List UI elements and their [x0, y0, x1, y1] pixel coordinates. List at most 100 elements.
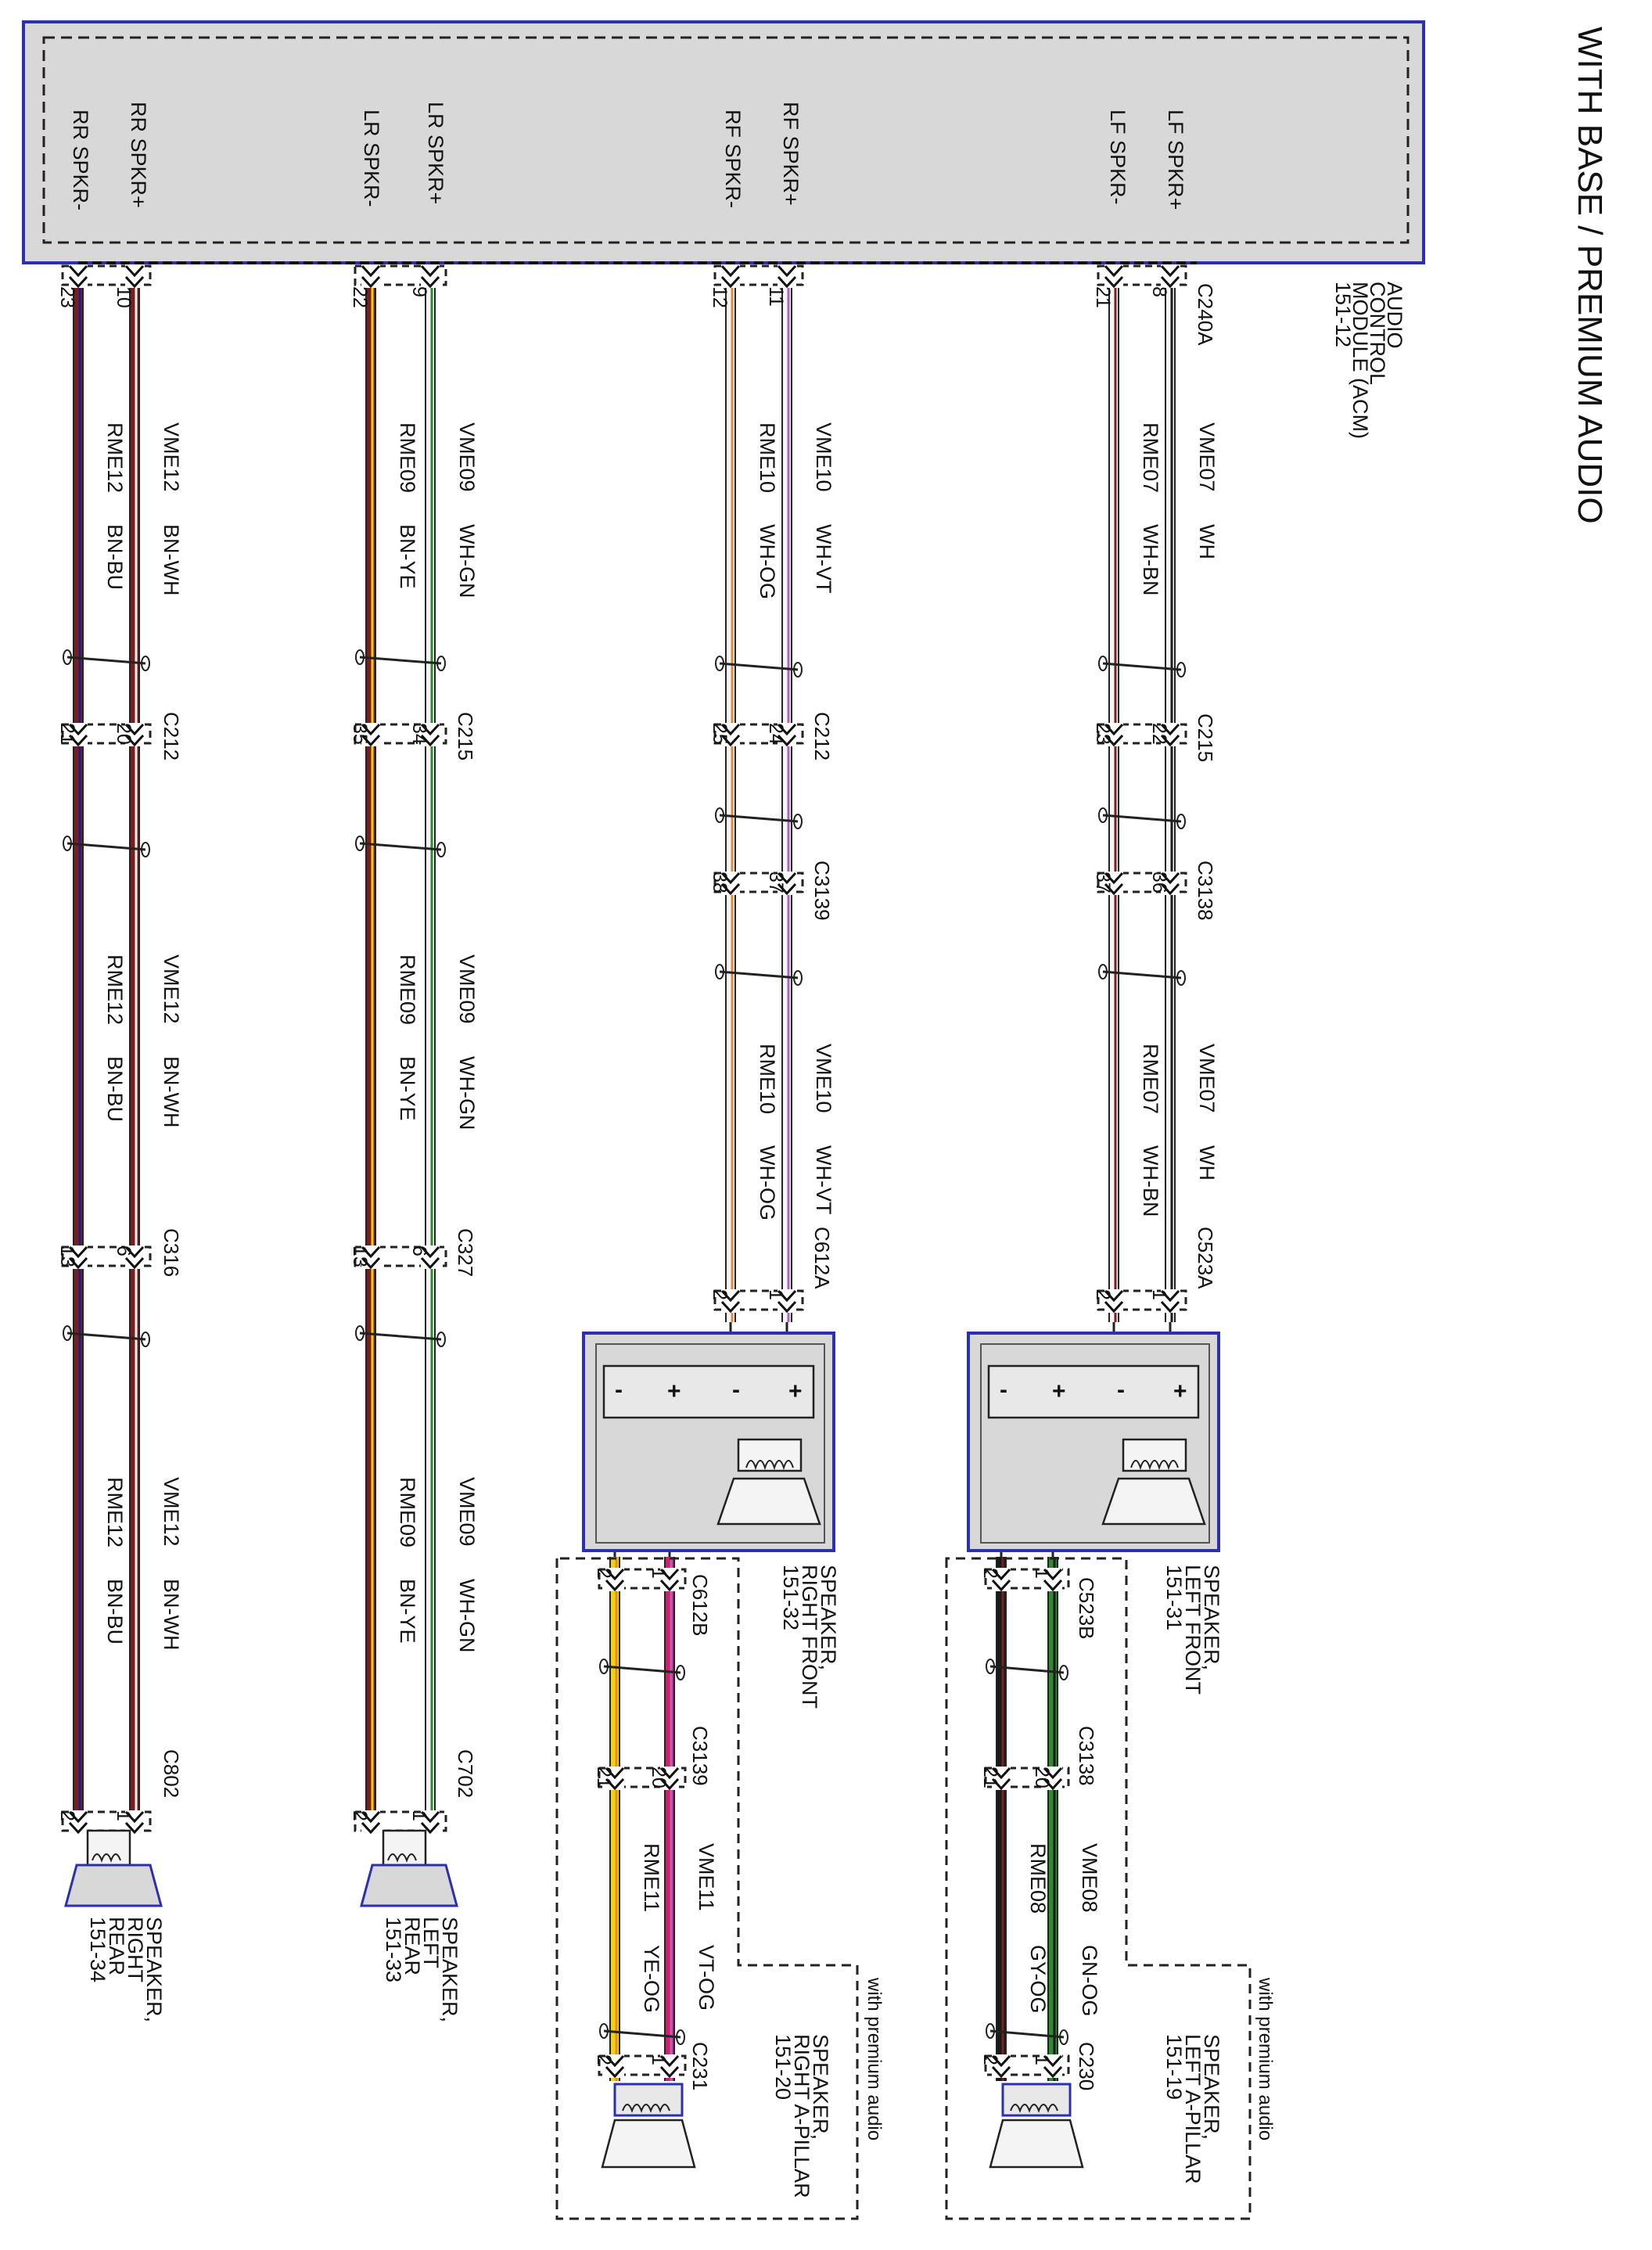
pin-arrow	[361, 723, 381, 736]
pin-arrow	[777, 882, 797, 896]
wire-color: BN-BU	[103, 524, 127, 590]
pin-arrow	[659, 1767, 680, 1780]
twist-end	[986, 2023, 995, 2039]
lr-speaker-label-3: REAR	[400, 1917, 424, 1975]
twist-end	[1098, 656, 1108, 671]
lr-speaker-label-1: SPEAKER,	[438, 1917, 461, 2022]
rf-speaker-icon	[716, 1438, 821, 1526]
module-label: AUDIO CONTROL MODULE (ACM) 151-12	[1331, 282, 1406, 439]
speaker-right-front: - + - +	[582, 1332, 835, 1552]
pin-number: 21	[593, 1767, 615, 1788]
rpa-speaker-label-3: 151-20	[771, 2034, 795, 2100]
connector-lpa-2: C3138	[1075, 1726, 1098, 1786]
pin-arrow	[68, 1821, 88, 1835]
wire-color: WH-BN	[1139, 524, 1162, 595]
twist-line	[719, 662, 799, 671]
pin-arrow	[720, 734, 741, 747]
twist-end	[715, 656, 724, 671]
twist-marker	[599, 1659, 685, 1680]
pin-arrow	[605, 2065, 625, 2079]
pin-numbers: 8223612123372112437112253829346122351321…	[56, 286, 1170, 2065]
connector-bracket	[713, 872, 804, 896]
module-label-line-1: AUDIO	[1383, 282, 1406, 349]
pin-arrow	[124, 1810, 145, 1824]
rr-speaker-label-3: REAR	[105, 1917, 128, 1975]
pin-arrow	[68, 723, 88, 736]
wire-circuit: VME08	[1078, 1843, 1101, 1913]
connector-lf-3: C3138	[1194, 861, 1217, 921]
wire-lpa_neg	[996, 1557, 1007, 2081]
pin-number: 37	[1092, 872, 1114, 893]
connector-bracket	[598, 1568, 687, 1592]
twist-end	[355, 649, 365, 665]
pin-arrow	[659, 1579, 680, 1592]
wire-rpa_neg	[609, 1557, 620, 2081]
connector-outline	[984, 2054, 1070, 2076]
wire-rf_neg	[725, 264, 736, 1322]
twist-end	[1176, 662, 1186, 678]
connector-bracket	[984, 1568, 1070, 1592]
wire-color: YE-OG	[640, 1945, 663, 2013]
wire-circuit: RME11	[640, 1843, 663, 1912]
wire-color: WH	[1195, 524, 1219, 559]
twist-marker	[63, 836, 150, 857]
connector-bracket	[61, 1245, 152, 1270]
rr-speaker-label-4: 151-34	[86, 1917, 110, 1982]
rpa-speaker-label-1: SPEAKER,	[809, 2034, 832, 2140]
lf-terminal-pos: +	[1052, 1378, 1066, 1404]
premium-note-left: with premium audio	[1255, 1977, 1276, 2140]
terminal-rf-spkr-neg: RF SPKR-	[721, 110, 745, 208]
pin-number: 12	[709, 286, 731, 308]
pin-number: 13	[349, 1245, 371, 1267]
wire-circuit: RME07	[1139, 422, 1162, 493]
wire-rf_pos	[781, 264, 792, 1322]
twist-marker	[986, 1659, 1068, 1680]
wire-color: WH-OG	[756, 1145, 779, 1220]
wire-circuit: VME10	[812, 1044, 835, 1113]
pin-arrow	[1160, 1289, 1180, 1303]
wire-color: WH-VT	[812, 524, 835, 593]
pin-number: 2	[593, 2054, 615, 2065]
twist-line	[359, 1332, 442, 1341]
speaker-right-rear	[64, 1829, 163, 1907]
pin-arrow	[420, 734, 440, 747]
twist-end	[793, 970, 803, 986]
pin-arrow	[361, 1256, 381, 1270]
connector-outline	[1097, 872, 1187, 893]
pin-arrow	[361, 264, 381, 278]
wire-color: WH-OG	[756, 524, 779, 599]
pin-arrow	[605, 2054, 625, 2068]
rf-terminal-pos: +	[667, 1378, 681, 1404]
connector-outline	[354, 264, 447, 286]
wire-circuit: RME10	[756, 422, 779, 493]
pin-arrow	[361, 1810, 381, 1824]
pin-arrow	[720, 872, 741, 885]
pin-arrow	[1104, 275, 1124, 289]
connector-bracket	[984, 1767, 1070, 1791]
pin-number: 2	[709, 1289, 731, 1300]
pin-arrow	[1160, 275, 1180, 289]
pin-number: 2	[56, 1810, 78, 1821]
speaker-right-rear-label: SPEAKER, RIGHT REAR 151-34	[86, 1917, 166, 2022]
pin-number: 36	[1148, 872, 1170, 893]
terminal-rr-spkr-pos: RR SPKR+	[127, 102, 150, 208]
twist-end	[793, 814, 803, 829]
twist-line	[66, 1332, 146, 1341]
pin-arrow	[420, 275, 440, 289]
pin-number: 1	[765, 1289, 787, 1300]
pin-arrow	[720, 723, 741, 736]
pin-arrow	[420, 1821, 440, 1835]
pin-arrow	[420, 723, 440, 736]
twist-end	[436, 842, 446, 857]
terminal-lf-spkr-pos: LF SPKR+	[1164, 110, 1187, 210]
twist-line	[359, 842, 442, 851]
connector-outline	[713, 264, 804, 286]
